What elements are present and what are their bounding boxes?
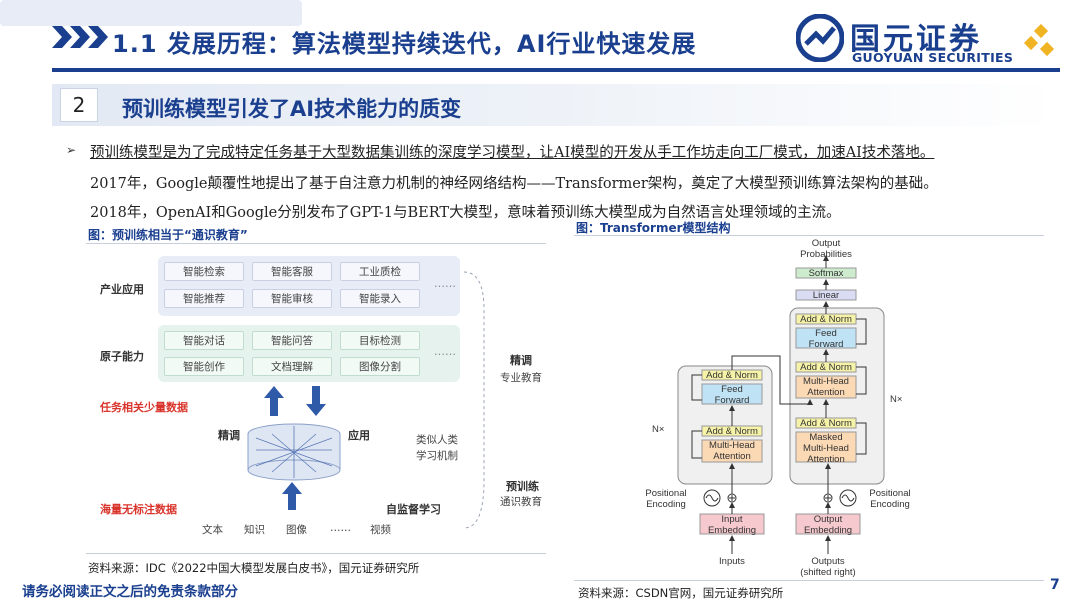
disclaimer-text: 请务必阅读正文之后的免责条款部分 — [22, 584, 238, 600]
industry-label: 产业应用 — [100, 283, 144, 296]
data-item: 视频 — [370, 524, 391, 536]
page-title: 1.1 发展历程：算法模型持续迭代，AI行业快速发展 — [112, 30, 697, 58]
dec-addnorm-2: Add & Norm — [800, 362, 852, 373]
left-figure-bottom-rule — [86, 553, 546, 554]
page-number: 7 — [1050, 577, 1060, 593]
logo-diamond-icon — [1023, 24, 1055, 57]
industry-pill: 智能检索 — [164, 262, 244, 281]
capability-pill: 智能对话 — [164, 331, 244, 350]
body-line-3: 2018年，OpenAI和Google分别发布了GPT-1与BERT大模型，意味… — [90, 205, 841, 221]
right-pretrain-label: 预训练 — [506, 480, 539, 493]
industry-pill: 智能录入 — [340, 289, 420, 308]
industry-pill: 工业质检 — [340, 262, 420, 281]
input-embedding-label: Input Embedding — [707, 514, 757, 536]
bullet-arrow-icon: ➢ — [66, 143, 77, 157]
finetune-label: 精调 — [218, 429, 240, 442]
right-source: 资料来源：CSDN官网，国元证券研究所 — [578, 586, 784, 600]
capability-ellipsis: …… — [434, 345, 456, 358]
industry-ellipsis: …… — [434, 277, 456, 290]
task-data-label: 任务相关少量数据 — [100, 401, 188, 414]
self-supervised-label: 自监督学习 — [386, 503, 441, 516]
similar-human-label: 类似人类 — [416, 434, 458, 446]
capability-pill: 智能问答 — [252, 331, 332, 350]
section-band — [52, 84, 1060, 126]
dec-masked-attn-label: Masked Multi-Head Attention — [803, 432, 849, 465]
learning-mechanism-label: 学习机制 — [416, 450, 458, 462]
dec-positional-label: Positional Encoding — [869, 488, 911, 510]
industry-pill: 智能客服 — [252, 262, 332, 281]
capability-pill: 文档理解 — [252, 357, 332, 376]
output-probs-label: Output Probabilities — [800, 238, 852, 260]
dec-addnorm-3: Add & Norm — [800, 314, 852, 325]
header-rule — [52, 68, 1060, 72]
body-line-1: 预训练模型是为了完成特定任务基于大型数据集训练的深度学习模型，让AI模型的开发从… — [90, 145, 935, 161]
brace-icon — [463, 271, 485, 529]
capability-pill: 智能创作 — [164, 357, 244, 376]
output-embedding-label: Output Embedding — [803, 514, 853, 536]
linear-label: Linear — [812, 290, 840, 301]
logo-subtext: GUOYUAN SECURITIES — [852, 50, 1014, 65]
data-item: 文本 — [202, 524, 223, 536]
left-figure-caption: 图：预训练相当于“通识教育” — [88, 228, 248, 242]
company-logo: 国元证券 GUOYUAN SECURITIES — [794, 12, 1064, 68]
industry-pill: 智能审核 — [252, 289, 332, 308]
enc-addnorm-2: Add & Norm — [706, 370, 758, 381]
right-figure-top-rule — [574, 235, 1044, 236]
enc-ffn-label: Feed Forward — [714, 384, 750, 406]
data-item: …… — [330, 522, 351, 534]
right-figure-bottom-rule — [574, 580, 1044, 581]
inputs-label: Inputs — [719, 556, 745, 567]
enc-addnorm-1: Add & Norm — [706, 426, 758, 437]
transformer-diagram: Output Probabilities Softmax Linear Add … — [600, 228, 960, 584]
right-finetune-label: 精调 — [510, 354, 532, 367]
logo-emblem-icon — [796, 14, 844, 62]
capability-pill: 目标检测 — [340, 331, 420, 350]
industry-pill: 智能推荐 — [164, 289, 244, 308]
transformer-caption: 图：Transformer模型结构 — [576, 221, 731, 235]
right-pro-edu-label: 专业教育 — [500, 372, 542, 384]
transformer-structure-svg — [677, 255, 885, 554]
body-line-2: 2017年，Google颠覆性地提出了基于自注意力机制的神经网络结构——Tran… — [90, 176, 938, 192]
header-chevron-icons — [52, 26, 110, 54]
apply-label: 应用 — [348, 429, 370, 442]
outputs-label: Outputs (shifted right) — [800, 556, 856, 578]
capability-pill: 图像分割 — [340, 357, 420, 376]
dec-addnorm-1: Add & Norm — [800, 418, 852, 429]
enc-positional-label: Positional Encoding — [645, 488, 687, 510]
model-cylinder-icon — [247, 386, 341, 510]
logo-text: 国元证券 — [850, 22, 982, 57]
encoder-nx-label: N× — [652, 424, 665, 435]
data-item: 图像 — [286, 524, 307, 536]
left-figure-top-rule — [86, 243, 546, 244]
capability-label: 原子能力 — [100, 350, 144, 363]
dec-cross-attn-label: Multi-Head Attention — [803, 376, 849, 398]
dec-ffn-label: Feed Forward — [808, 328, 844, 350]
data-band — [0, 0, 302, 26]
left-source: 资料来源：IDC《2022中国大模型发展白皮书》，国元证券研究所 — [88, 561, 420, 575]
enc-attn-label: Multi-Head Attention — [709, 440, 755, 462]
data-item: 知识 — [244, 524, 265, 536]
decoder-nx-label: N× — [890, 394, 903, 405]
right-general-edu-label: 通识教育 — [500, 496, 542, 508]
massive-data-label: 海量无标注数据 — [100, 503, 177, 516]
softmax-label: Softmax — [808, 268, 844, 279]
section-title: 预训练模型引发了AI技术能力的质变 — [122, 97, 462, 121]
section-number: 2 — [60, 88, 98, 122]
